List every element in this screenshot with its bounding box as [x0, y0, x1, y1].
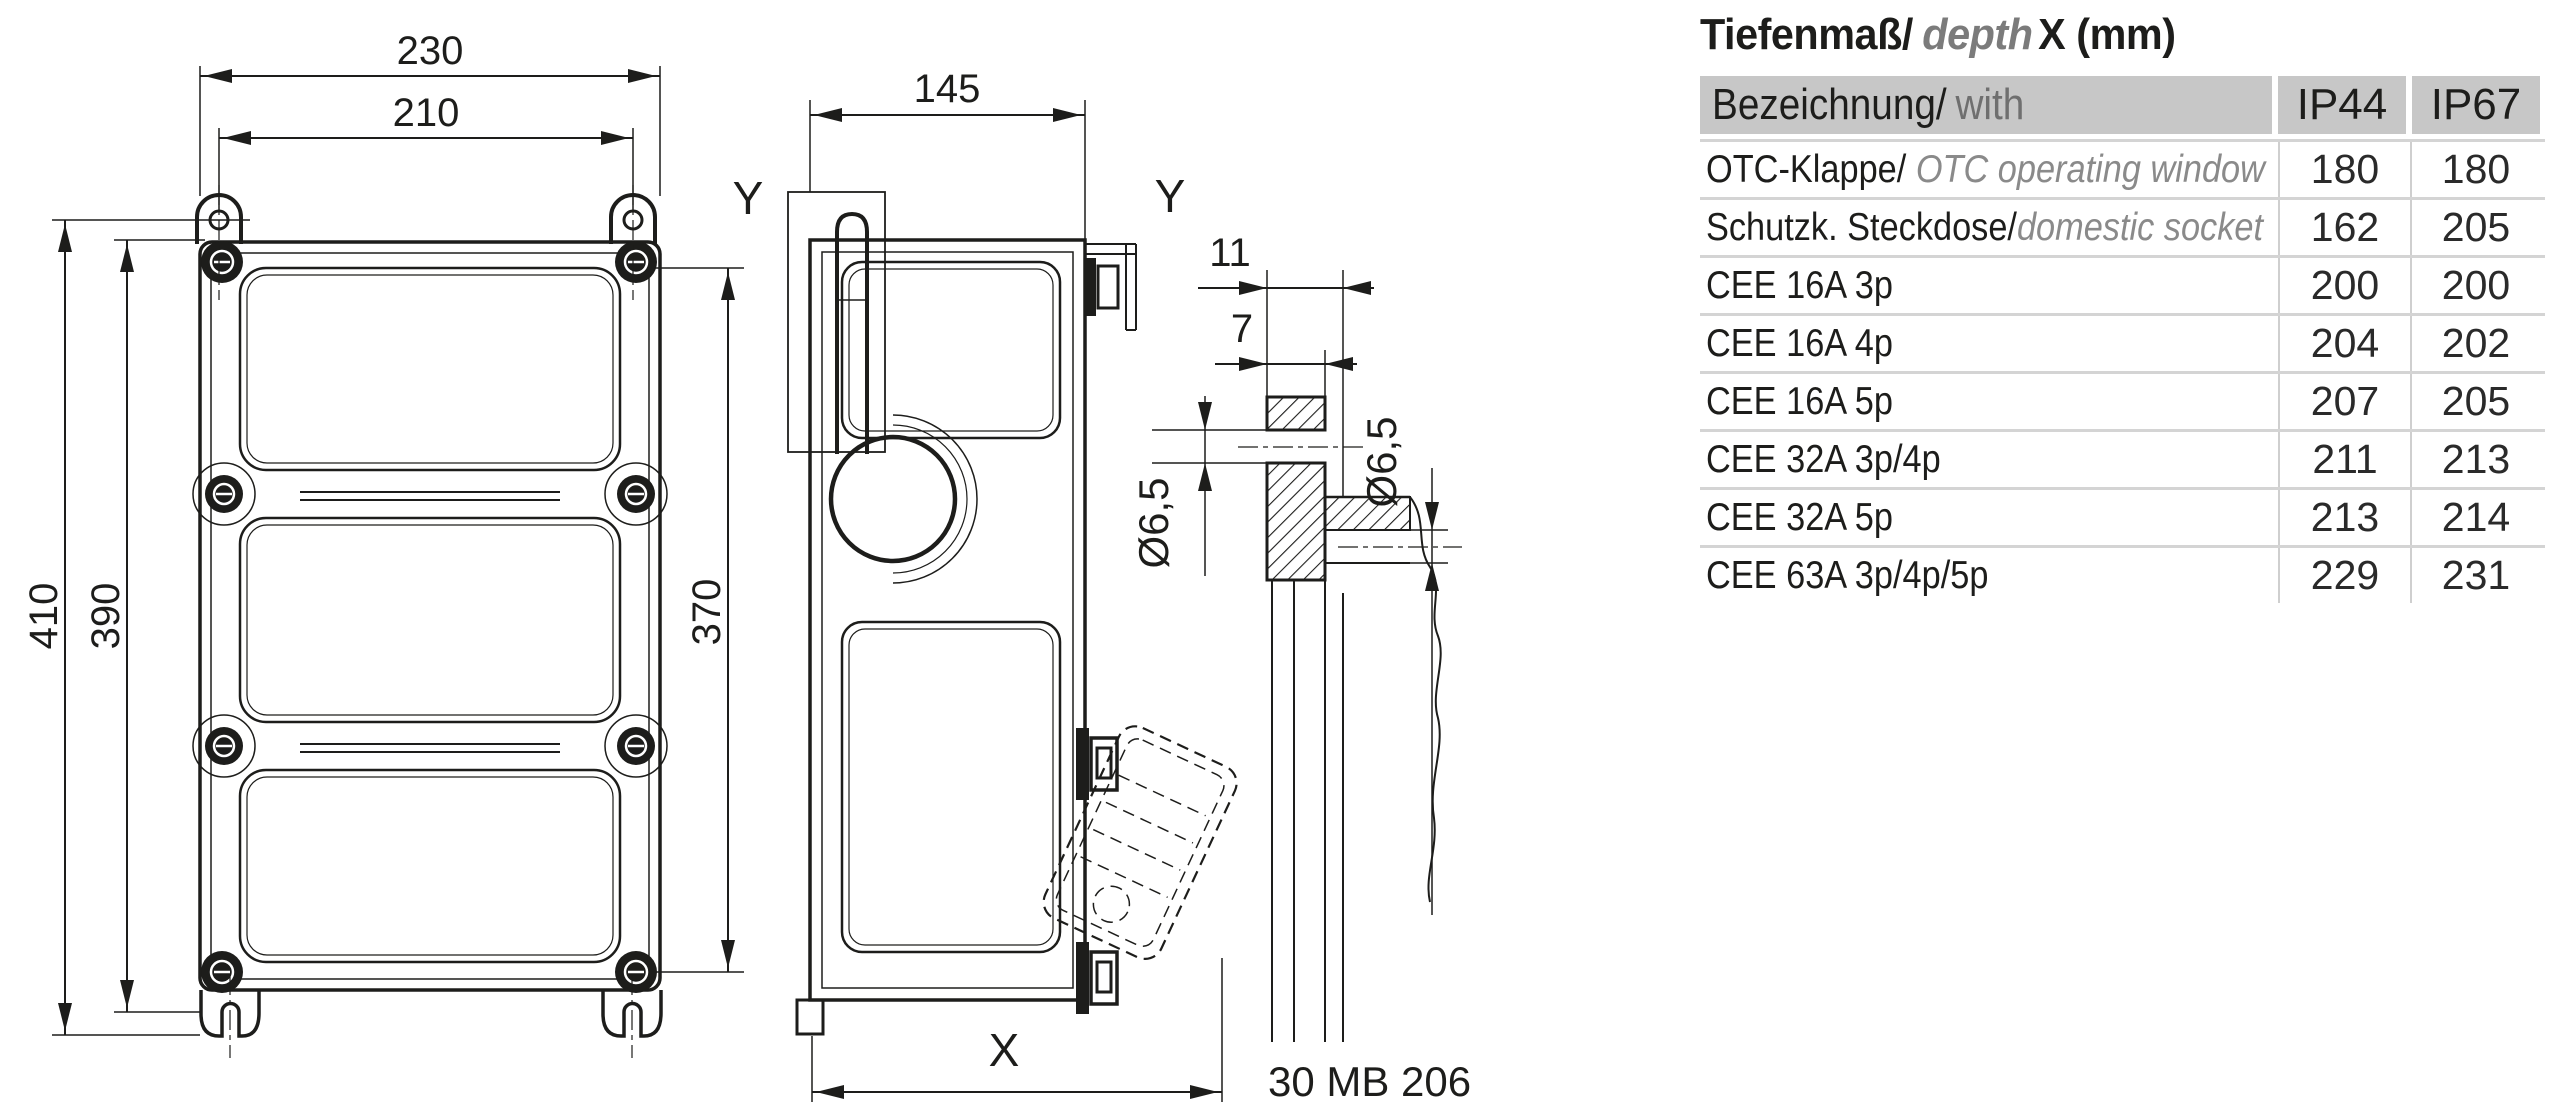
front-cover-panels — [238, 266, 622, 964]
front-extension-lines — [52, 66, 744, 1036]
table-row: CEE 16A 5p 207 205 — [1700, 371, 2545, 429]
centerlines — [218, 185, 634, 1058]
table-row: CEE 32A 5p 213 214 — [1700, 487, 2545, 545]
part-number: 30 MB 206 — [1268, 1058, 1471, 1105]
side-ear-profile — [835, 211, 869, 454]
section-y-label-detail: Y — [1155, 170, 1186, 222]
side-interior-panels — [828, 260, 1062, 954]
dimension-labels: 230 210 410 390 370 145 Y X Y 11 7 Ø6,5 … — [22, 29, 1471, 1105]
mounting-feet — [199, 990, 663, 1038]
table-row: CEE 63A 3p/4p/5p 229 231 — [1700, 545, 2545, 603]
table-body: OTC-Klappe/ OTC operating window 180 180… — [1700, 139, 2545, 603]
dim-depth-front-label: 145 — [914, 67, 981, 111]
table-header-row: Bezeichnung/with IP44 IP67 — [1700, 76, 2545, 134]
front-enclosure-outline — [198, 240, 662, 992]
table-row: OTC-Klappe/ OTC operating window 180 180 — [1700, 139, 2545, 197]
front-enclosure-inner-wall — [210, 252, 650, 980]
side-body-inner-wall — [821, 251, 1074, 989]
cable-gland-hole — [828, 434, 958, 564]
table-title-de: Tiefenmaß/ — [1700, 10, 1913, 59]
side-bottom-tab — [795, 998, 825, 1036]
cover-screws — [201, 241, 657, 993]
mounting-detail-drawing — [1152, 270, 1462, 1042]
front-dimension-lines — [64, 75, 729, 1035]
mounting-ears — [195, 193, 657, 244]
dim-hole-right-label: Ø6,5 — [1358, 416, 1405, 507]
cover-screw-slots — [209, 249, 649, 985]
dim-width-outer-label: 230 — [397, 29, 464, 73]
table-row: CEE 16A 4p 204 202 — [1700, 313, 2545, 371]
side-view-drawing — [787, 100, 1238, 1102]
side-top-latch — [1085, 243, 1137, 331]
side-body-outline — [808, 238, 1087, 1002]
header-ip67: IP67 — [2412, 76, 2540, 134]
dim-height-body-label: 370 — [685, 579, 729, 646]
front-dimension-arrows — [58, 69, 735, 1031]
table-title-suffix: X (mm) — [2038, 10, 2176, 59]
header-designation-de: Bezeichnung/ — [1712, 80, 1947, 129]
dim-lug-total-label: 11 — [1209, 231, 1251, 275]
table-row: CEE 32A 3p/4p 211 213 — [1700, 429, 2545, 487]
section-y-label-side: Y — [733, 172, 764, 224]
dim-depth-total-label: X — [989, 1024, 1020, 1076]
dim-lug-depth-label: 7 — [1231, 307, 1253, 351]
side-latches — [1076, 728, 1119, 1014]
technical-drawing: 230 210 410 390 370 145 Y X Y 11 7 Ø6,5 … — [22, 29, 1471, 1105]
dim-height-outer-label: 410 — [22, 583, 66, 650]
screw-bosses — [192, 462, 668, 778]
header-designation: Bezeichnung/with — [1700, 76, 2272, 134]
dim-hole-left-label: Ø6,5 — [1130, 477, 1177, 568]
table-title-en: depth — [1922, 10, 2033, 59]
header-ip44: IP44 — [2278, 76, 2406, 134]
front-view-drawing — [52, 66, 744, 1058]
dim-width-holes-label: 210 — [393, 91, 460, 135]
break-line — [1409, 496, 1442, 903]
table-row: CEE 16A 3p 200 200 — [1700, 255, 2545, 313]
dim-height-holes-label: 390 — [84, 583, 128, 650]
table-row: Schutzk. Steckdose/domestic socket 162 2… — [1700, 197, 2545, 255]
header-designation-en: with — [1955, 80, 2025, 129]
phantom-cee-socket — [1042, 725, 1238, 960]
